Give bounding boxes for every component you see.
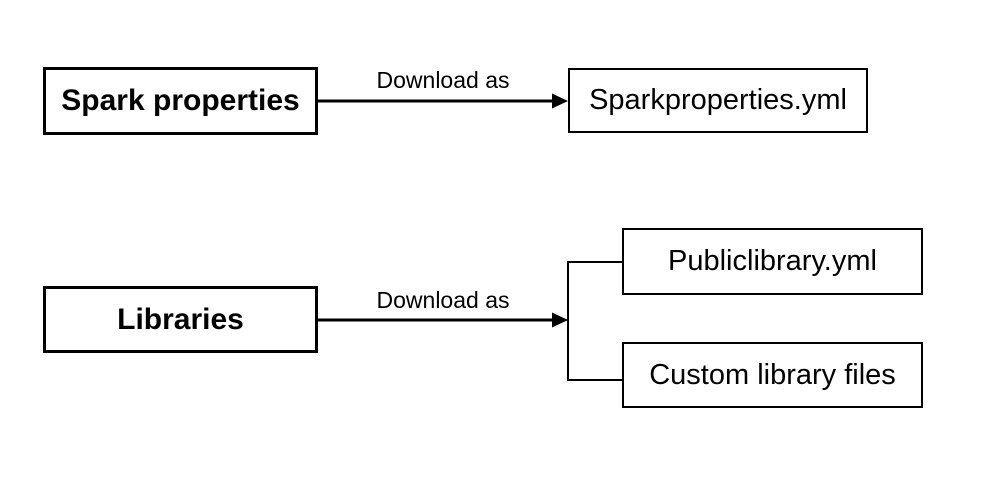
arrowhead-libraries xyxy=(552,312,568,328)
node-custom-library-files-label: Custom library files xyxy=(649,358,896,391)
node-libraries: Libraries xyxy=(43,286,318,353)
arrowhead-spark-properties xyxy=(552,93,568,109)
node-spark-properties: Spark properties xyxy=(43,67,318,135)
node-spark-properties-label: Spark properties xyxy=(61,84,300,117)
node-sparkproperties-yml-label: Sparkproperties.yml xyxy=(589,84,847,116)
node-publiclibrary-yml-label: Publiclibrary.yml xyxy=(668,245,877,277)
branch-connector-libraries xyxy=(567,261,622,381)
arrow-label-download-as-1: Download as xyxy=(376,67,510,93)
arrow-label-download-as-2: Download as xyxy=(376,287,510,313)
node-sparkproperties-yml: Sparkproperties.yml xyxy=(568,68,868,133)
node-publiclibrary-yml: Publiclibrary.yml xyxy=(622,228,923,295)
node-custom-library-files: Custom library files xyxy=(622,342,923,408)
node-libraries-label: Libraries xyxy=(117,302,244,336)
